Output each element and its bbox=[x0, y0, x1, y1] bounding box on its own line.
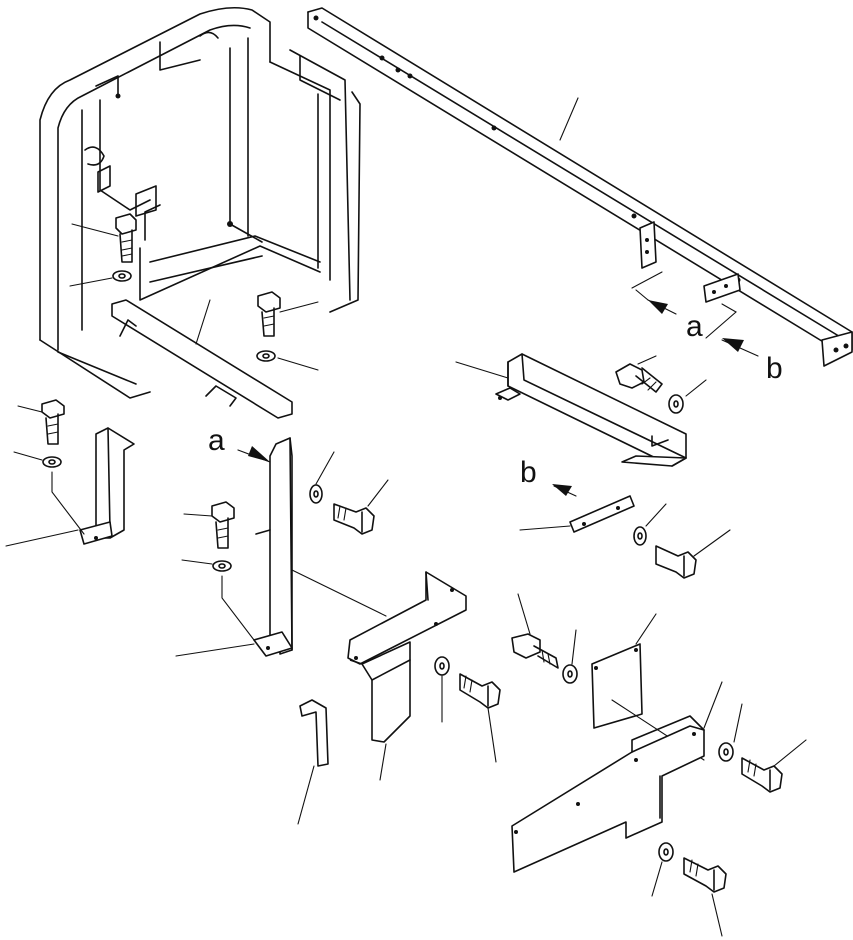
bolt-set-lower-center bbox=[511, 593, 578, 684]
long-side-rail bbox=[307, 7, 853, 367]
bolt-set-tray bbox=[615, 355, 707, 414]
bolt-set-center-upper bbox=[256, 291, 319, 371]
cover-tray bbox=[455, 353, 687, 467]
label-b-top: b bbox=[766, 352, 783, 385]
bolt-set-lower-right bbox=[651, 703, 807, 937]
center-support-bracket: a bbox=[175, 424, 387, 657]
small-plate: b bbox=[519, 456, 731, 579]
large-stepped-panel bbox=[511, 681, 723, 873]
label-a-top: a bbox=[686, 310, 703, 343]
bolt-set-l-panel bbox=[434, 656, 501, 763]
bolt-set-center-lower bbox=[181, 451, 389, 641]
bolt-set-upper-left bbox=[69, 213, 137, 287]
hex-key-tool bbox=[297, 699, 329, 825]
reference-arrows-top: a b bbox=[631, 271, 783, 385]
label-b-mid: b bbox=[520, 456, 537, 489]
label-a-left: a bbox=[208, 424, 225, 457]
left-support-bracket bbox=[5, 399, 135, 547]
cross-bracket bbox=[111, 299, 293, 419]
l-panel-center bbox=[347, 571, 467, 781]
cab-frame bbox=[39, 6, 361, 399]
